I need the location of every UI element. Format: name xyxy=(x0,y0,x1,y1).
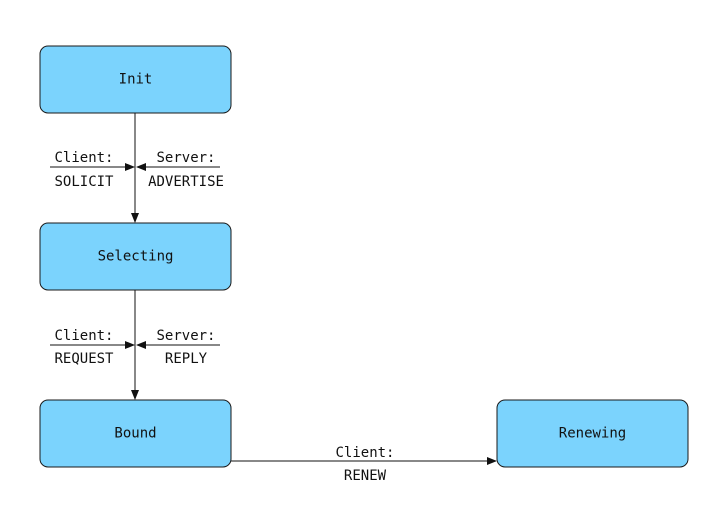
transition-init-selecting: Client: SOLICIT Server: ADVERTISE xyxy=(50,113,224,223)
client-message-solicit: SOLICIT xyxy=(54,174,114,190)
state-renewing-box xyxy=(496,399,689,468)
transition-bound-renewing: Client: RENEW xyxy=(231,445,497,484)
server-message-reply: REPLY xyxy=(165,351,208,367)
client-role-label: Client: xyxy=(54,150,113,166)
transition-selecting-bound: Client: REQUEST Server: REPLY xyxy=(50,290,220,400)
server-role-label: Server: xyxy=(156,150,215,166)
client-role-label: Client: xyxy=(335,445,394,461)
state-renewing-label: Renewing xyxy=(559,426,626,442)
state-selecting-label: Selecting xyxy=(98,249,174,265)
client-message-renew: RENEW xyxy=(344,468,387,484)
state-bound[interactable]: Bound xyxy=(39,399,232,468)
state-init[interactable]: Init xyxy=(39,45,232,114)
client-message-request: REQUEST xyxy=(54,351,114,367)
server-message-advertise: ADVERTISE xyxy=(148,174,224,190)
server-role-label: Server: xyxy=(156,328,215,344)
client-role-label: Client: xyxy=(54,328,113,344)
state-bound-box xyxy=(39,399,232,468)
state-bound-label: Bound xyxy=(114,426,156,442)
state-init-label: Init xyxy=(119,72,153,88)
state-renewing[interactable]: Renewing xyxy=(496,399,689,468)
state-selecting[interactable]: Selecting xyxy=(39,222,232,291)
